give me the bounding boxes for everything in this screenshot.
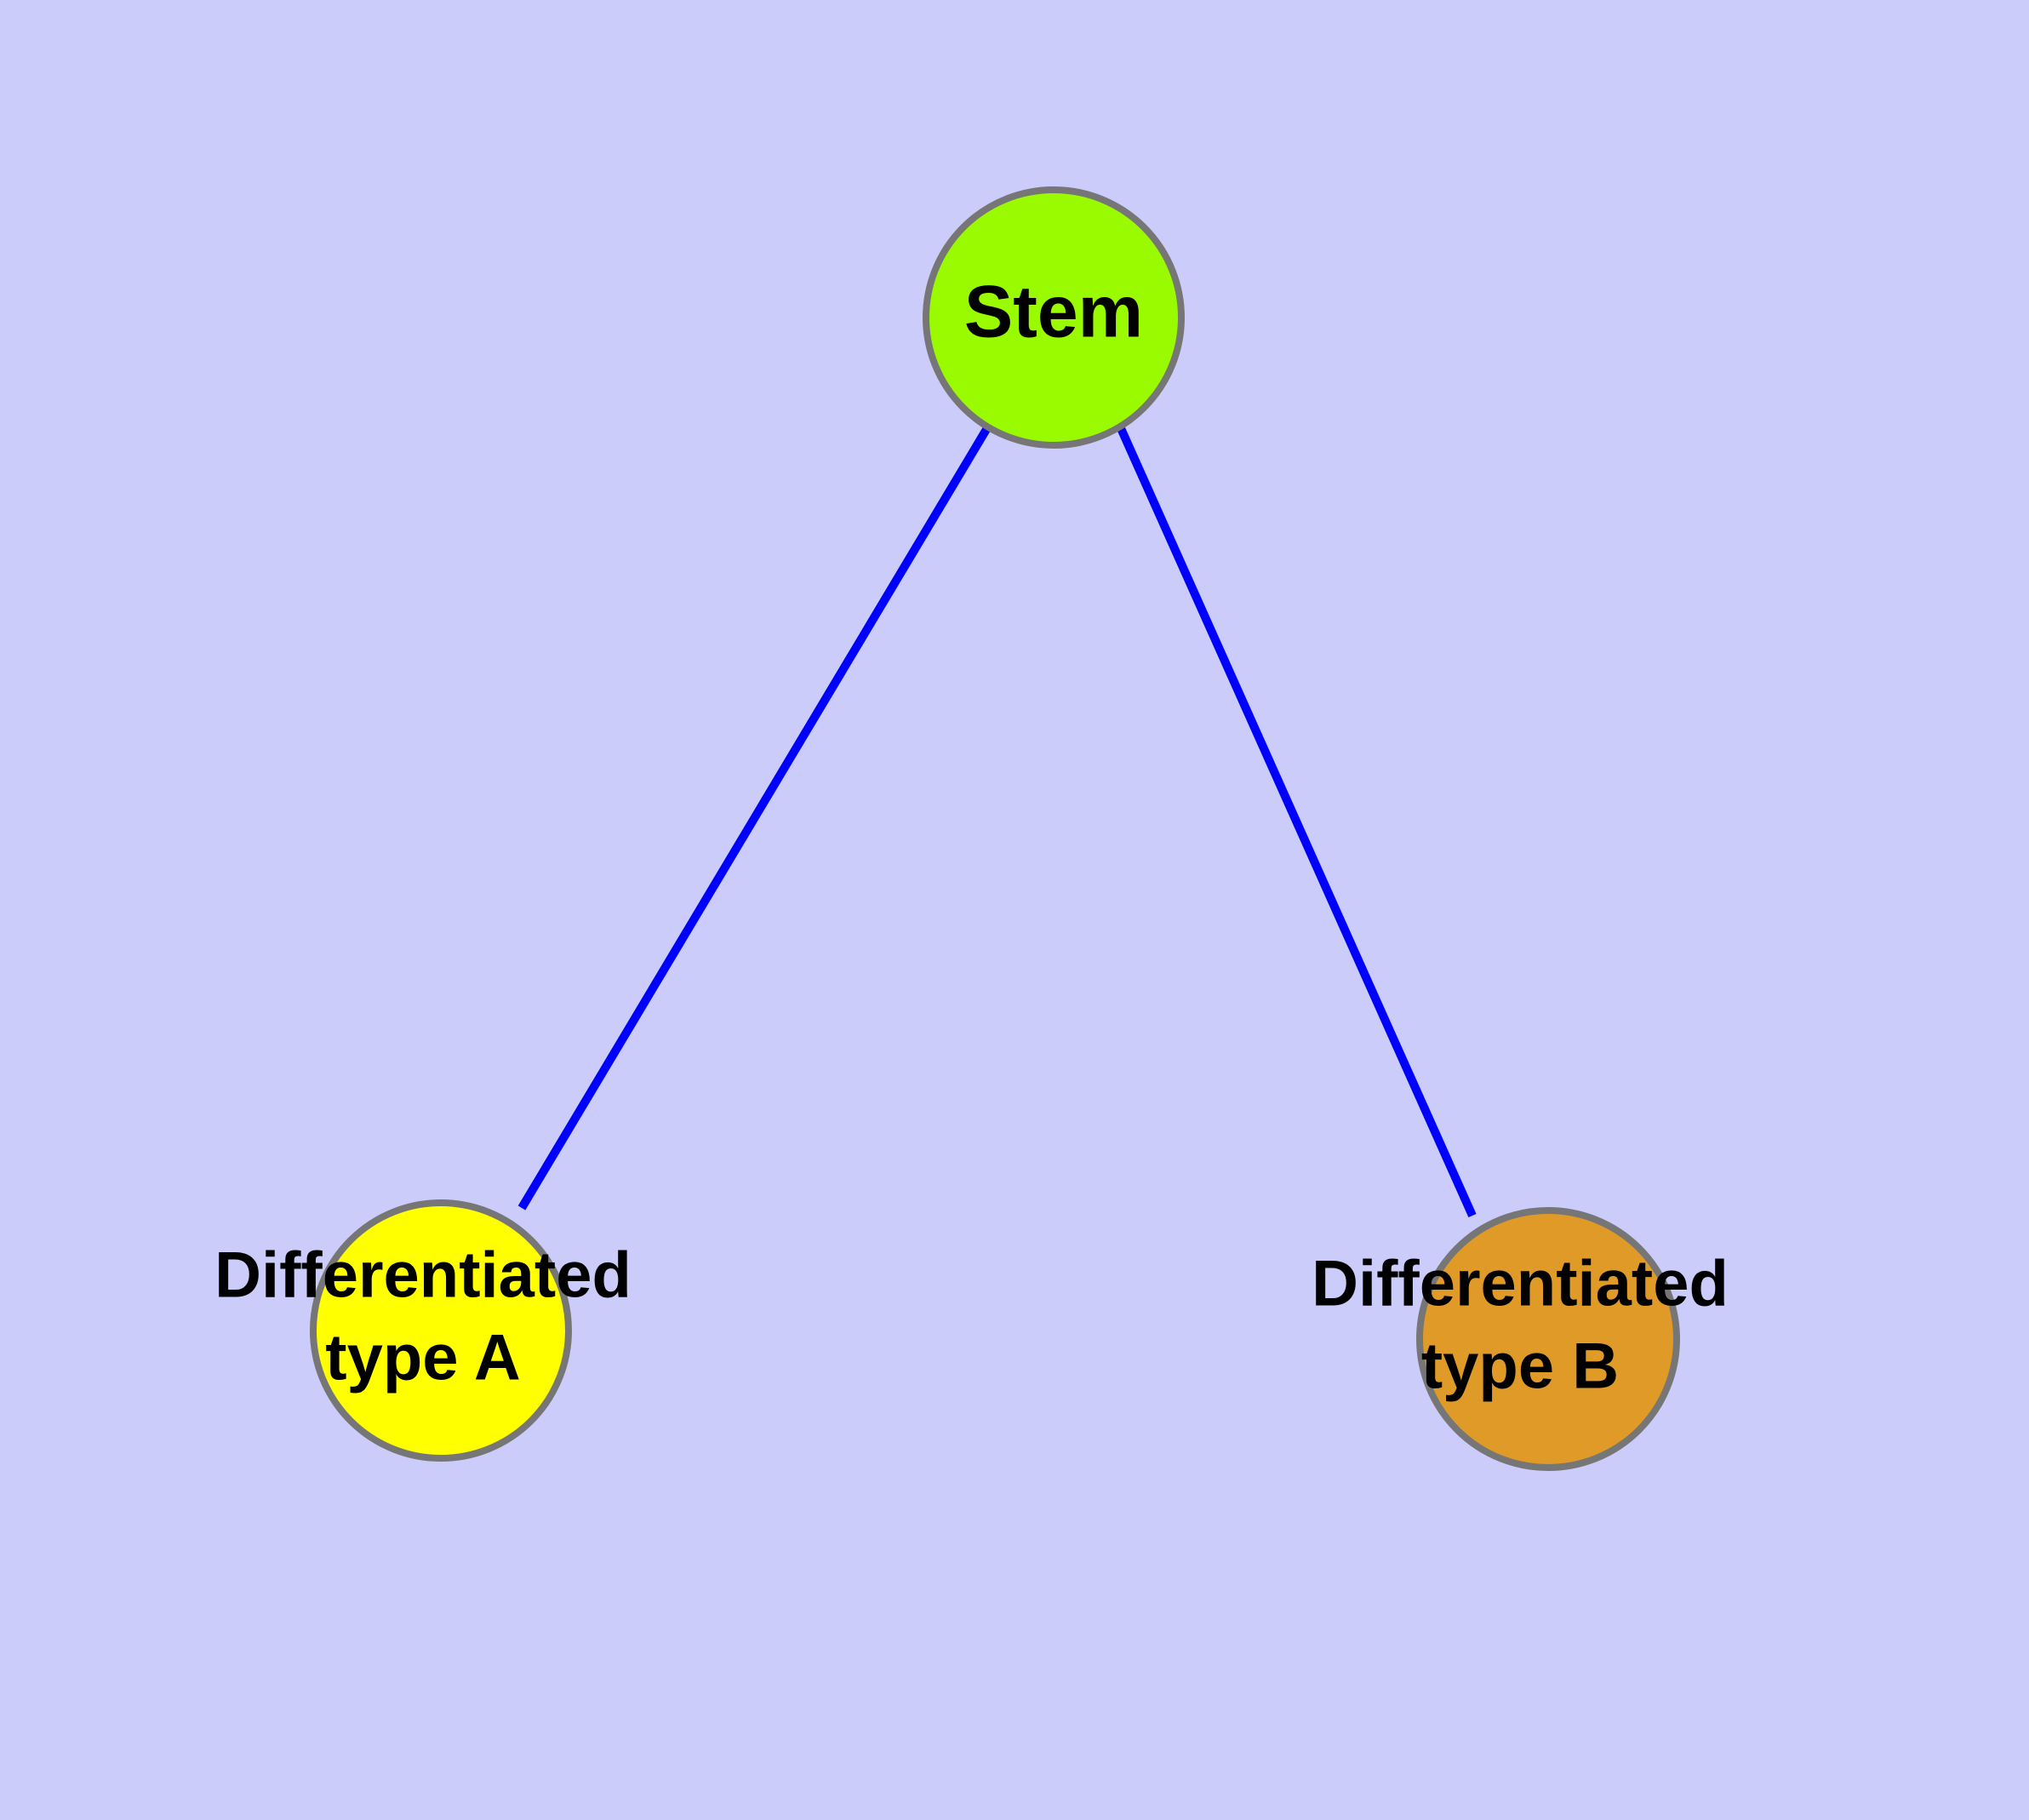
- node-diff-type-b-label-line2: type B: [1421, 1331, 1619, 1403]
- node-stem-circle[interactable]: [923, 186, 1185, 449]
- node-stem-label: Stem: [964, 272, 1143, 353]
- edge-stem-to-type-a[interactable]: [517, 424, 992, 1210]
- node-stem[interactable]: Stem: [923, 186, 1185, 449]
- node-diff-type-b-circle[interactable]: [1416, 1207, 1680, 1471]
- node-diff-type-a-label-line1: Differentiated: [214, 1239, 632, 1312]
- edge-group: [517, 424, 1477, 1218]
- node-diff-type-a-circle[interactable]: [310, 1199, 572, 1462]
- node-diff-type-a-label-line2: type A: [325, 1322, 520, 1394]
- edge-stem-to-type-b[interactable]: [1116, 424, 1477, 1218]
- node-diff-type-b-label-line1: Differentiated: [1312, 1248, 1729, 1320]
- node-diff-type-b[interactable]: Differentiated type B: [1312, 1207, 1729, 1471]
- node-diff-type-a[interactable]: Differentiated type A: [214, 1199, 632, 1462]
